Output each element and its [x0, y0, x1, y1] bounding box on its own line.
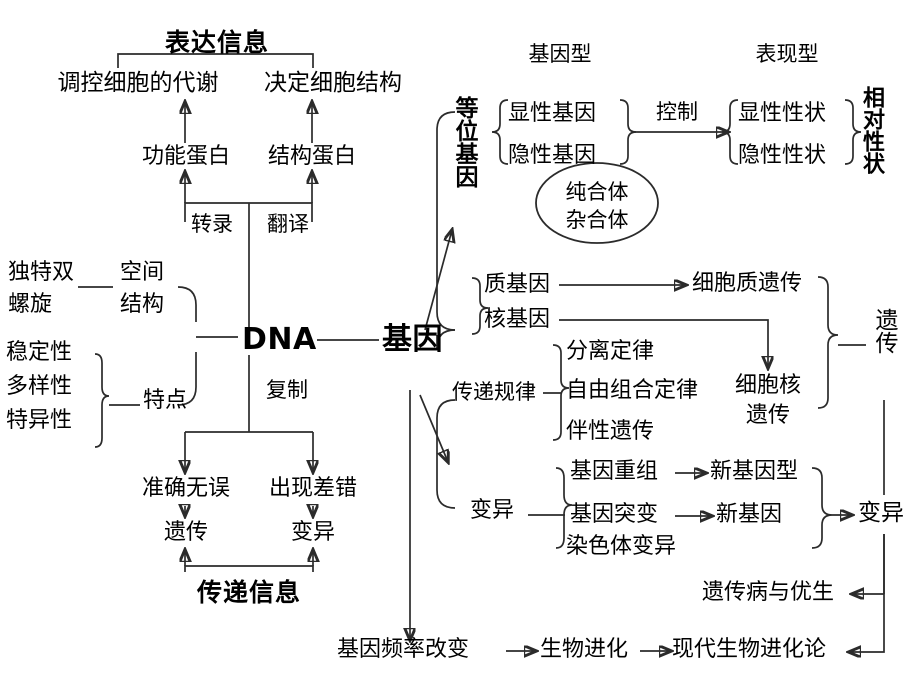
label-functional-protein: 功能蛋白: [141, 144, 231, 169]
label-determine-cell-structure: 决定细胞结构: [264, 70, 402, 96]
label-spatial-structure-line2: 结构: [120, 292, 165, 317]
label-law-of-segregation: 分离定律: [566, 339, 655, 364]
label-dominant-trait: 显性性状: [738, 101, 827, 126]
label-transcription: 转录: [191, 212, 233, 236]
label-nuclear-inheritance-line2: 遗传: [745, 403, 791, 428]
label-dna-features: 特点: [143, 388, 188, 413]
title-transmit-info: 传递信息: [196, 578, 302, 607]
label-genetic-disease-eugenics: 遗传病与优生: [702, 580, 835, 605]
label-recessive-trait: 隐性性状: [738, 143, 827, 168]
title-expression-info: 表达信息: [164, 28, 270, 57]
label-homozygote: 纯合体: [565, 180, 629, 204]
label-translation: 翻译: [267, 212, 309, 236]
label-allele-frequency-change: 基因频率改变: [337, 637, 470, 662]
node-gene: 基因: [382, 322, 443, 357]
label-replication-error: 出现差错: [268, 476, 358, 501]
label-heterozygote: 杂合体: [565, 208, 629, 232]
label-new-gene: 新基因: [716, 502, 783, 527]
label-regulate-metabolism: 调控细胞的代谢: [57, 70, 219, 96]
label-allele: 等位基因: [451, 96, 477, 188]
label-biological-evolution: 生物进化: [540, 637, 629, 662]
label-recessive-gene: 隐性基因: [508, 143, 597, 168]
label-nuclear-inheritance-line1: 细胞核: [734, 373, 802, 398]
header-genotype: 基因型: [528, 42, 592, 66]
label-gene-recombination: 基因重组: [570, 459, 659, 484]
label-law-independent-assortment: 自由组合定律: [566, 378, 699, 403]
label-structural-protein: 结构蛋白: [267, 144, 357, 169]
label-accurate-replication: 准确无误: [141, 476, 231, 501]
label-unique-double-helix-line2: 螺旋: [8, 292, 53, 317]
header-phenotype: 表现型: [755, 42, 819, 66]
label-new-genotype: 新基因型: [710, 459, 799, 484]
label-replication: 复制: [266, 378, 308, 402]
label-gene-mutation: 基因突变: [570, 502, 659, 527]
label-unique-double-helix-line1: 独特双: [8, 260, 75, 285]
label-control: 控制: [656, 100, 698, 124]
label-nuclear-gene: 核基因: [484, 307, 551, 332]
label-spatial-structure-line1: 空间: [120, 260, 165, 285]
label-variation-group: 变异: [469, 498, 515, 523]
label-transmission-rules: 传递规律: [452, 380, 536, 404]
label-heredity-right: 遗传: [871, 308, 897, 354]
label-feature-stability: 稳定性: [6, 340, 73, 365]
label-feature-specificity: 特异性: [6, 408, 73, 433]
label-chromosome-variation: 染色体变异: [566, 534, 677, 559]
label-cytoplasmic-inheritance: 细胞质遗传: [692, 271, 803, 296]
label-sex-linked-inheritance: 伴性遗传: [566, 419, 655, 444]
label-cytoplasmic-gene: 质基因: [484, 272, 551, 297]
label-variation-right: 变异: [858, 500, 904, 526]
label-relative-traits: 相对性状: [859, 86, 884, 174]
node-dna: DNA: [242, 322, 317, 357]
label-modern-evolution-theory: 现代生物进化论: [672, 637, 827, 662]
label-feature-diversity: 多样性: [6, 374, 73, 399]
label-heredity-left: 遗传: [163, 520, 209, 545]
label-dominant-gene: 显性基因: [508, 101, 597, 126]
label-variation-left: 变异: [290, 520, 336, 545]
